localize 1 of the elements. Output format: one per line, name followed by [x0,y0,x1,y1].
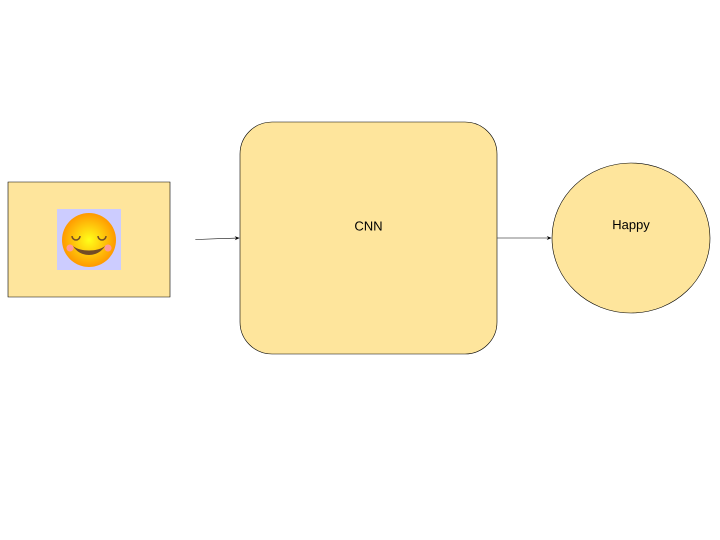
process-box: CNN [240,122,498,354]
